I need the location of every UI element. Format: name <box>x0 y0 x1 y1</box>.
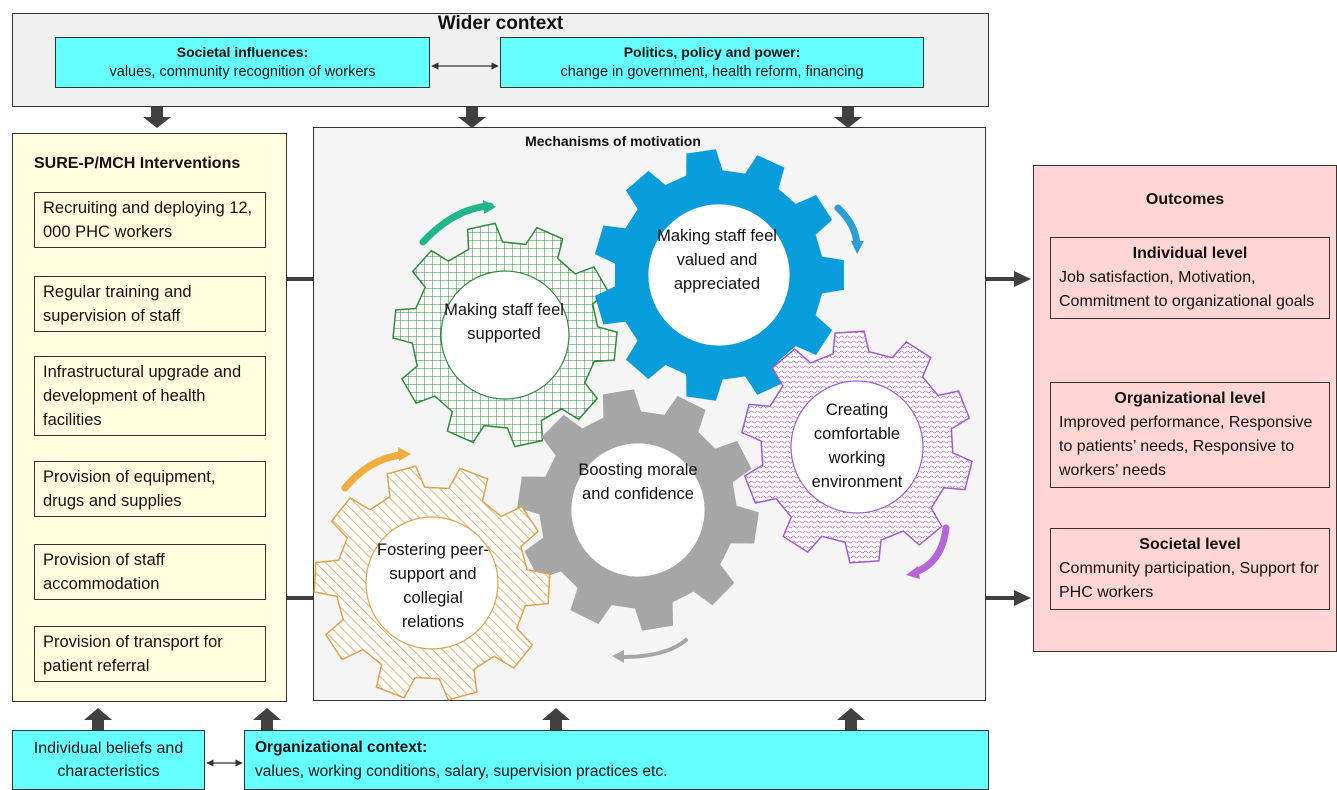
gear-label-environment: Creating comfortable working environment <box>811 401 903 491</box>
outcomes-title: Outcomes <box>1145 191 1225 208</box>
societal-influences-title: Societal influences: <box>176 44 309 60</box>
gear-hole <box>571 443 705 577</box>
rotation-arrow <box>341 447 411 492</box>
organizational-context-box: Organizational context: values, working … <box>244 730 989 790</box>
intervention-item: Recruiting and deploying 12, 000 PHC wor… <box>34 192 266 248</box>
rotation-arrow <box>834 204 864 254</box>
intervention-item: Regular training and supervision of staf… <box>34 276 266 332</box>
organizational-context-title: Organizational context: <box>255 739 428 756</box>
rotation-arrow <box>419 200 496 246</box>
outcome-level-text: Community participation, Support for PHC… <box>1059 560 1319 601</box>
politics-policy-box: Politics, policy and power: change in go… <box>500 37 924 88</box>
intervention-item: Provision of equipment, drugs and suppli… <box>34 461 266 517</box>
societal-influences-text: values, community recognition of workers <box>109 64 376 80</box>
societal-influences-box: Societal influences: values, community r… <box>55 37 430 88</box>
individual-beliefs-text: Individual beliefs and characteristics <box>33 740 184 780</box>
gear-hole <box>365 516 499 650</box>
block-arrow-right <box>986 271 1031 606</box>
individual-beliefs-box: Individual beliefs and characteristics <box>12 730 205 790</box>
intervention-item: Provision of staff accommodation <box>34 544 266 600</box>
gear-hole <box>790 380 924 514</box>
block-arrow-down <box>143 107 862 128</box>
intervention-item: Provision of transport for patient refer… <box>34 626 266 682</box>
rotation-arrow <box>906 524 950 579</box>
gear-hole <box>648 204 790 346</box>
gear-hole <box>440 270 570 400</box>
outcome-level-title: Organizational level <box>1114 390 1266 407</box>
interventions-title: SURE-P/MCH Interventions <box>34 155 241 172</box>
outcome-organizational-level: Organizational level Improved performanc… <box>1050 382 1330 488</box>
politics-policy-text: change in government, health reform, fin… <box>560 64 864 80</box>
organizational-context-text: values, working conditions, salary, supe… <box>255 763 668 780</box>
gear-label-valued: Making staff feel valued and appreciated <box>657 227 777 293</box>
outcome-level-text: Improved performance, Responsive to pati… <box>1059 414 1313 479</box>
mechanisms-title: Mechanisms of motivation <box>525 133 701 149</box>
intervention-item: Infrastructural upgrade and development … <box>34 356 266 436</box>
outcome-level-title: Individual level <box>1132 245 1248 262</box>
rotation-arrow <box>612 638 688 663</box>
block-arrow-up <box>84 708 865 730</box>
politics-policy-title: Politics, policy and power: <box>623 44 801 60</box>
outcome-societal-level: Societal level Community participation, … <box>1050 528 1330 610</box>
outcome-level-title: Societal level <box>1139 536 1241 553</box>
outcome-individual-level: Individual level Job satisfaction, Motiv… <box>1050 237 1330 319</box>
gear-label-supported: Making staff feel supported <box>444 301 564 343</box>
outcome-level-text: Job satisfaction, Motivation, Commitment… <box>1059 269 1315 310</box>
wider-context-title: Wider context <box>437 13 564 34</box>
gear-label-morale: Boosting morale and confidence <box>578 461 698 503</box>
gear-label-peer-support: Fostering peer-support and collegial rel… <box>377 541 489 631</box>
